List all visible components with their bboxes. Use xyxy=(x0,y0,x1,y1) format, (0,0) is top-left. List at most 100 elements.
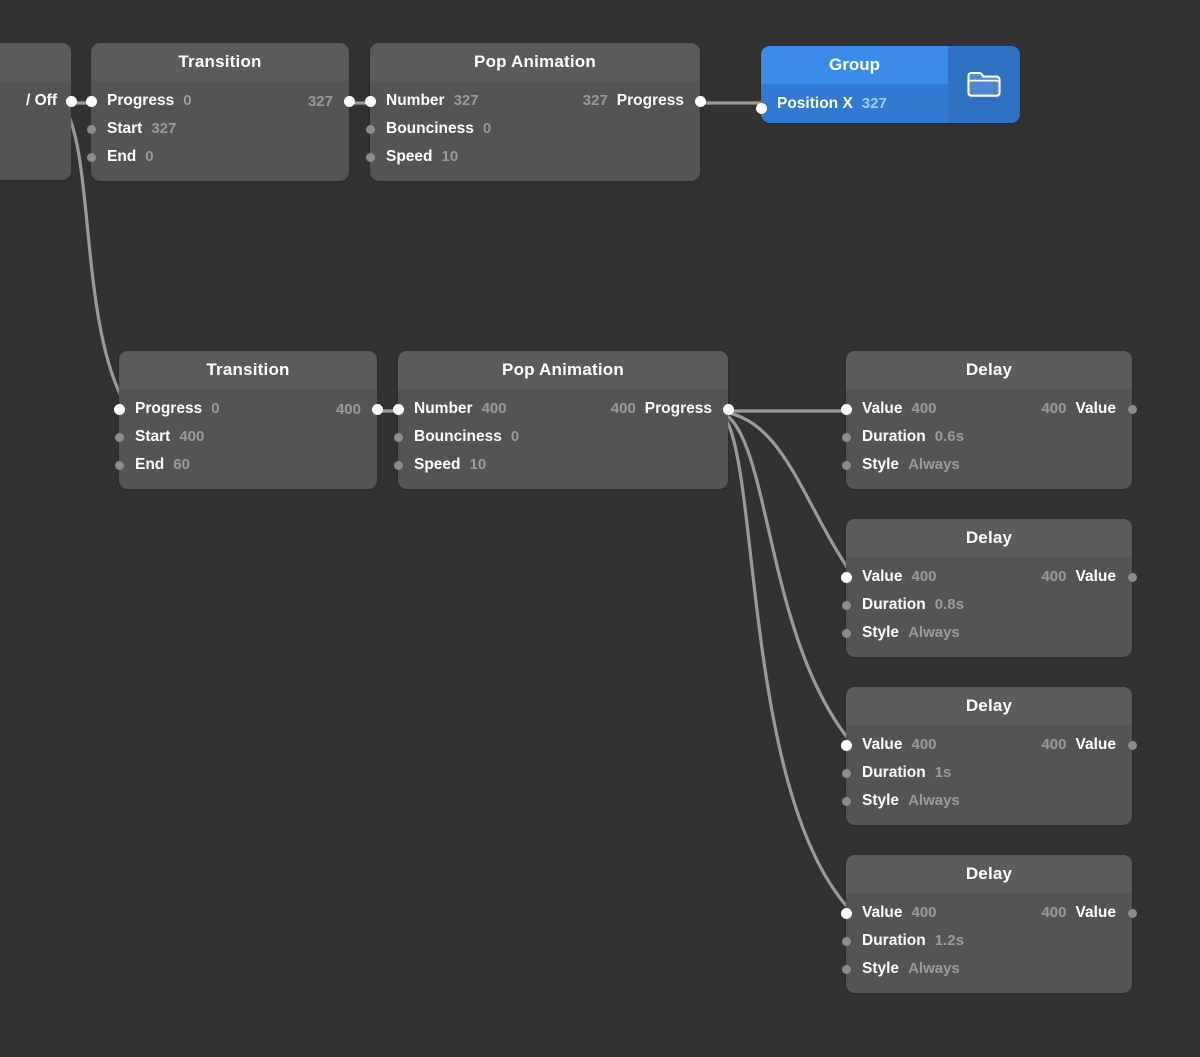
output-value-value[interactable]: 400 xyxy=(1041,904,1067,921)
output-value-value[interactable]: 400 xyxy=(1041,400,1067,417)
port-value-progress[interactable]: 0 xyxy=(211,400,220,417)
node-pop-animation-top[interactable]: Pop Animation Number 327 327 Progress Bo… xyxy=(364,43,706,181)
port-value-value[interactable]: 400 xyxy=(911,904,937,921)
node-offscreen-left[interactable]: / Off xyxy=(0,43,77,180)
input-port-speed[interactable] xyxy=(365,152,375,162)
port-value-duration[interactable]: 0.6s xyxy=(934,428,964,445)
port-value-bounciness[interactable]: 0 xyxy=(482,120,492,137)
port-value-number[interactable]: 327 xyxy=(453,92,479,109)
output-port-value[interactable] xyxy=(1127,740,1137,750)
port-row-style[interactable]: Style Always xyxy=(841,955,1132,983)
output-port-progress[interactable] xyxy=(722,403,734,415)
port-value-style[interactable]: Always xyxy=(908,456,960,473)
output-value-progress[interactable]: 327 xyxy=(582,92,608,109)
port-row-number[interactable]: Number 327 327 Progress xyxy=(364,87,706,115)
output-value-transition-top[interactable]: 327 xyxy=(307,92,333,110)
input-port-duration[interactable] xyxy=(841,432,851,442)
input-port-value[interactable] xyxy=(840,571,852,583)
input-port-style[interactable] xyxy=(841,460,851,470)
port-value-speed[interactable]: 10 xyxy=(441,148,459,165)
node-transition-top[interactable]: Transition Progress 0 327 Start 327 xyxy=(85,43,355,181)
input-port-bounciness[interactable] xyxy=(393,432,403,442)
node-delay-1[interactable]: Delay Value 400 400 Value Duration 0.6s xyxy=(840,351,1137,489)
port-row-duration[interactable]: Duration 1.2s xyxy=(841,927,1132,955)
node-delay-3[interactable]: Delay Value 400 400 Value Duration 1s xyxy=(840,687,1137,825)
output-port-transition-top[interactable] xyxy=(343,95,355,107)
port-value-value[interactable]: 400 xyxy=(911,568,937,585)
group-icon-panel[interactable] xyxy=(948,46,1020,123)
port-row-duration[interactable]: Duration 0.6s xyxy=(841,423,1132,451)
port-value-style[interactable]: Always xyxy=(908,624,960,641)
port-value-end[interactable]: 60 xyxy=(173,456,190,473)
port-row-number[interactable]: Number 400 400 Progress xyxy=(392,395,734,423)
input-port-number[interactable] xyxy=(392,403,404,415)
input-port-bounciness[interactable] xyxy=(365,124,375,134)
input-port-speed[interactable] xyxy=(393,460,403,470)
port-row-speed[interactable]: Speed 10 xyxy=(393,451,728,479)
input-port-position-x[interactable] xyxy=(755,103,767,114)
port-row-value[interactable]: Value 400 400 Value xyxy=(840,563,1137,591)
output-port-transition-bottom[interactable] xyxy=(371,403,383,415)
port-row-duration[interactable]: Duration 1s xyxy=(841,759,1132,787)
input-port-progress[interactable] xyxy=(113,403,125,415)
port-row-speed[interactable]: Speed 10 xyxy=(365,143,700,171)
port-row-start[interactable]: Start 400 xyxy=(114,423,377,451)
output-value-transition-bottom[interactable]: 400 xyxy=(335,400,361,418)
output-port-off[interactable] xyxy=(65,95,77,107)
input-port-number[interactable] xyxy=(364,95,376,107)
port-value-value[interactable]: 400 xyxy=(911,736,937,753)
output-value-value[interactable]: 400 xyxy=(1041,736,1067,753)
input-port-duration[interactable] xyxy=(841,768,851,778)
port-row-value[interactable]: Value 400 400 Value xyxy=(840,395,1137,423)
port-row-end[interactable]: End 0 xyxy=(86,143,349,171)
port-value-start[interactable]: 327 xyxy=(151,120,177,137)
port-row-bounciness[interactable]: Bounciness 0 xyxy=(365,115,700,143)
port-value-end[interactable]: 0 xyxy=(145,148,154,165)
input-port-style[interactable] xyxy=(841,964,851,974)
port-row-style[interactable]: Style Always xyxy=(841,451,1132,479)
port-value-duration[interactable]: 0.8s xyxy=(934,596,964,613)
node-delay-2[interactable]: Delay Value 400 400 Value Duration 0.8s xyxy=(840,519,1137,657)
port-value-value[interactable]: 400 xyxy=(911,400,937,417)
input-port-start[interactable] xyxy=(86,124,96,134)
node-pop-animation-bottom[interactable]: Pop Animation Number 400 400 Progress Bo… xyxy=(392,351,734,489)
port-row-style[interactable]: Style Always xyxy=(841,787,1132,815)
output-port-value[interactable] xyxy=(1127,908,1137,918)
node-transition-bottom[interactable]: Transition Progress 0 400 Start 400 xyxy=(113,351,383,489)
output-port-value[interactable] xyxy=(1127,404,1137,414)
port-row-value[interactable]: Value 400 400 Value xyxy=(840,899,1137,927)
input-port-end[interactable] xyxy=(86,152,96,162)
port-value-start[interactable]: 400 xyxy=(179,428,205,445)
port-value-speed[interactable]: 10 xyxy=(469,456,487,473)
port-value-style[interactable]: Always xyxy=(908,792,960,809)
port-value-duration[interactable]: 1.2s xyxy=(934,932,964,949)
output-port-value[interactable] xyxy=(1127,572,1137,582)
port-row-progress[interactable]: Progress 0 400 xyxy=(113,395,383,423)
output-port-progress[interactable] xyxy=(694,95,706,107)
port-row-off[interactable]: / Off xyxy=(0,87,77,115)
output-value-value[interactable]: 400 xyxy=(1041,568,1067,585)
port-row-value[interactable]: Value 400 400 Value xyxy=(840,731,1137,759)
input-port-value[interactable] xyxy=(840,907,852,919)
port-row-start[interactable]: Start 327 xyxy=(86,115,349,143)
input-port-progress[interactable] xyxy=(85,95,97,107)
input-port-value[interactable] xyxy=(840,403,852,415)
input-port-style[interactable] xyxy=(841,796,851,806)
port-row-progress[interactable]: Progress 0 327 xyxy=(85,87,355,115)
input-port-value[interactable] xyxy=(840,739,852,751)
port-value-number[interactable]: 400 xyxy=(481,400,507,417)
port-row-end[interactable]: End 60 xyxy=(114,451,377,479)
input-port-duration[interactable] xyxy=(841,600,851,610)
output-value-progress[interactable]: 400 xyxy=(610,400,636,417)
port-row-bounciness[interactable]: Bounciness 0 xyxy=(393,423,728,451)
input-port-end[interactable] xyxy=(114,460,124,470)
port-row-style[interactable]: Style Always xyxy=(841,619,1132,647)
input-port-start[interactable] xyxy=(114,432,124,442)
input-port-duration[interactable] xyxy=(841,936,851,946)
port-row-duration[interactable]: Duration 0.8s xyxy=(841,591,1132,619)
input-port-style[interactable] xyxy=(841,628,851,638)
port-value-duration[interactable]: 1s xyxy=(934,764,952,781)
port-value-progress[interactable]: 0 xyxy=(183,92,192,109)
port-value-position-x[interactable]: 327 xyxy=(861,94,887,112)
